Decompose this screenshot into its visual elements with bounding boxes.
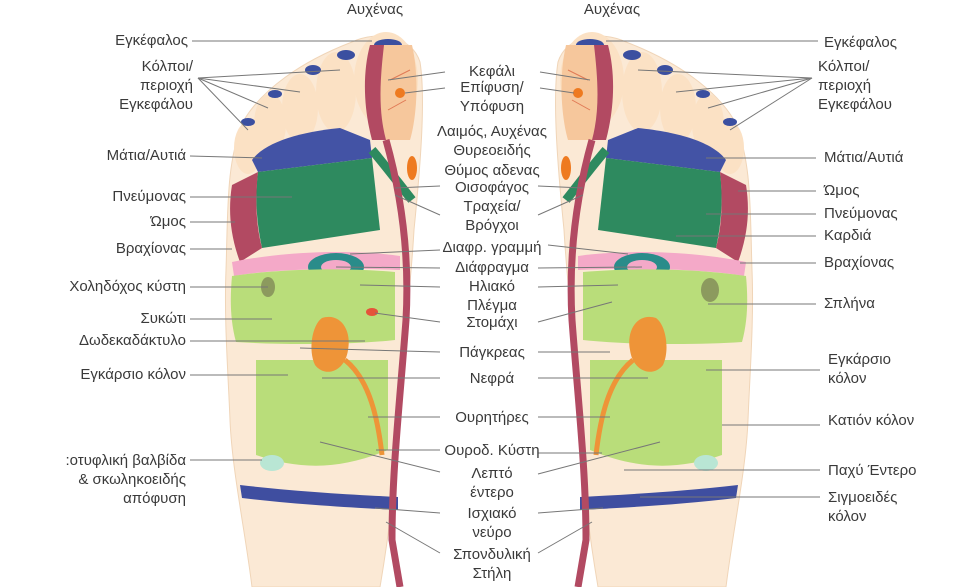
label-left-sinuses: Κόλποι/ περιοχή Εγκεφάλου (119, 58, 193, 113)
label-diaphragm-line: Διαφρ. γραμμή (442, 239, 542, 256)
left-pineal-dot (395, 88, 405, 98)
left-foot (224, 32, 423, 587)
label-right-arm: Βραχίονας (824, 254, 895, 271)
label-left-liver: Συκώτι (140, 310, 186, 327)
right-thymus (561, 156, 571, 180)
right-kidney (629, 316, 667, 372)
label-right-shoulder: Ώμος (824, 182, 860, 199)
left-kidney (311, 316, 349, 372)
label-solar-plexus: Ηλιακό Πλέγμα (467, 278, 517, 314)
label-right-lungs: Πνεύμονας (824, 205, 898, 222)
left-toe-tip-5 (241, 118, 255, 126)
label-left-arm: Βραχίονας (115, 240, 186, 257)
label-left-shoulder: Ώμος (150, 213, 186, 230)
left-toe-tip-3 (305, 65, 321, 75)
label-trachea: Τραχεία/ Βρόγχοι (463, 198, 521, 234)
label-right-descending-colon: Κατιόν κόλον (828, 412, 915, 429)
label-diaphragm: Διάφραγμα (455, 259, 529, 276)
label-left-duodenum: Δωδεκαδάκτυλο (78, 332, 186, 349)
label-right-eyes-ears: Μάτια/Αυτιά (824, 149, 904, 166)
label-right-transverse-colon: Εγκάρσιο κόλον (828, 351, 891, 387)
left-thymus (407, 156, 417, 180)
label-right-sigmoid-colon: Σιγμοειδές κόλον (828, 489, 898, 525)
right-foot (555, 32, 754, 587)
right-eyes-zone (606, 128, 726, 172)
left-ileocecal (260, 455, 284, 471)
label-stomach: Στομάχι (466, 314, 518, 331)
right-spine-band (567, 139, 596, 587)
left-arm-zone (230, 172, 262, 262)
label-pineal-pituitary: Επίφυση/ Υπόφυση (459, 79, 525, 115)
left-eyes-zone (252, 128, 372, 172)
label-right-heart: Καρδιά (824, 227, 872, 244)
label-esophagus: Οισοφάγος (454, 179, 530, 196)
label-right-brain: Εγκέφαλος (824, 34, 897, 51)
label-bladder: Ουροδ. Κύστη (444, 442, 540, 459)
label-ureters: Ουρητήρες (455, 409, 529, 426)
right-pineal-dot (573, 88, 583, 98)
left-pelvic-band (240, 485, 398, 510)
left-liver-zone (230, 269, 395, 345)
left-toe-2 (316, 52, 356, 132)
label-throat: Λαιμός, Αυχένας (437, 123, 547, 140)
right-intestine-zone (590, 360, 722, 466)
label-head: Κεφάλι (469, 63, 515, 80)
left-toe-4 (254, 94, 286, 154)
label-neck-right: Αυχένας (583, 1, 641, 18)
right-lungs-zone (598, 158, 722, 248)
left-intestine-zone (256, 360, 388, 466)
left-stomach-dot (366, 308, 378, 316)
label-left-brain: Εγκέφαλος (115, 32, 188, 49)
label-spine: Σπονδυλική Στήλη (453, 546, 531, 582)
label-small-intestine: Λεπτό έντερο (470, 465, 514, 501)
left-ureter (343, 358, 385, 456)
label-left-gallbladder: Χοληδόχος κύστη (69, 278, 186, 295)
right-spleen-zone (583, 269, 748, 345)
label-right-large-intestine: Παχύ Έντερο (828, 462, 917, 479)
label-kidneys: Νεφρά (469, 370, 515, 387)
left-toe-tip-2 (337, 50, 355, 60)
label-right-sinuses: Κόλποι/ περιοχή Εγκεφάλου (818, 58, 892, 113)
label-left-lungs: Πνεύμονας (112, 188, 186, 205)
label-sciatic-nerve: Ισχιακό νεύρο (467, 505, 517, 541)
left-spine-band (382, 139, 411, 587)
leader-lines (189, 40, 820, 554)
label-thyroid: Θυρεοειδής (453, 142, 531, 159)
label-left-transverse-colon: Εγκάρσιο κόλον (80, 366, 186, 383)
right-arm-zone (716, 172, 748, 262)
label-neck-left: Αυχένας (346, 1, 404, 18)
label-right-spleen: Σπλήνα (824, 295, 875, 312)
left-neck-band (364, 45, 386, 140)
left-toe-tip-4 (268, 90, 282, 98)
label-thymus: Θύμος αδενας (444, 162, 540, 179)
label-left-eyes-ears: Μάτια/Αυτιά (106, 147, 186, 164)
label-left-ileocecal-valve: :οτυφλική βαλβίδα & σκωληκοειδής απόφυση (65, 452, 187, 507)
left-toe-3 (282, 74, 318, 142)
label-pancreas: Πάγκρεας (459, 344, 525, 361)
left-lungs-zone (256, 158, 380, 248)
